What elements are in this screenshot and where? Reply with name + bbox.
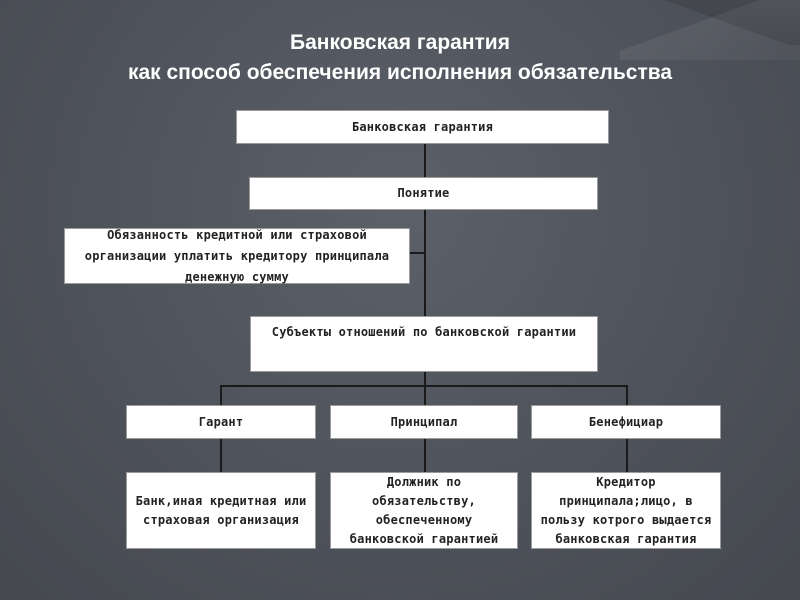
- box-subjects: Субъекты отношений по банковской гаранти…: [250, 316, 598, 372]
- box-principal-label: Принципал: [390, 414, 458, 429]
- corner-decoration: [620, 0, 800, 60]
- box-beneficiary: Бенефициар: [531, 405, 721, 439]
- connector-bus-to-beneficiary: [626, 385, 628, 405]
- box-concept-label: Понятие: [397, 186, 450, 200]
- box-bank-guarantee: Банковская гарантия: [236, 110, 609, 144]
- connector-bus-to-principal: [424, 385, 426, 405]
- connector-bus-to-garant: [220, 385, 222, 405]
- box-definition: Обязанность кредитной или страховой орга…: [64, 228, 410, 284]
- box-principal-description: Должник по обязательству, обеспеченному …: [330, 472, 518, 549]
- box-concept: Понятие: [249, 177, 598, 210]
- box-beneficiary-label: Бенефициар: [588, 414, 664, 429]
- corner-decoration-shadow: [650, 0, 800, 45]
- box-beneficiary-description-text: Кредитор принципала;лицо, в пользу котро…: [540, 474, 712, 546]
- box-definition-text: Обязанность кредитной или страховой орга…: [84, 227, 390, 284]
- connector-definition-branch: [409, 252, 425, 254]
- connector-principal-to-description: [424, 439, 426, 472]
- box-bank-guarantee-label: Банковская гарантия: [351, 119, 494, 134]
- slide-title: Банковская гарантия как способ обеспечен…: [0, 28, 800, 88]
- connector-root-to-concept: [424, 144, 426, 177]
- slide-title-line-1: Банковская гарантия: [290, 31, 510, 54]
- box-principal-description-text: Должник по обязательству, обеспеченному …: [349, 474, 499, 546]
- box-garant-description: Банк,иная кредитная или страховая органи…: [126, 472, 316, 549]
- box-garant-label: Гарант: [198, 414, 244, 429]
- connector-beneficiary-to-description: [626, 439, 628, 472]
- connector-subjects-to-bus: [424, 371, 426, 386]
- box-beneficiary-description: Кредитор принципала;лицо, в пользу котро…: [531, 472, 721, 549]
- box-garant-description-text: Банк,иная кредитная или страховая органи…: [135, 493, 307, 527]
- box-garant: Гарант: [126, 405, 316, 439]
- slide-title-line-2: как способ обеспечения исполнения обязат…: [127, 61, 673, 84]
- box-principal: Принципал: [330, 405, 518, 439]
- connector-garant-to-description: [220, 439, 222, 472]
- box-subjects-label: Субъекты отношений по банковской гаранти…: [271, 325, 577, 339]
- connector-main-trunk: [424, 210, 426, 316]
